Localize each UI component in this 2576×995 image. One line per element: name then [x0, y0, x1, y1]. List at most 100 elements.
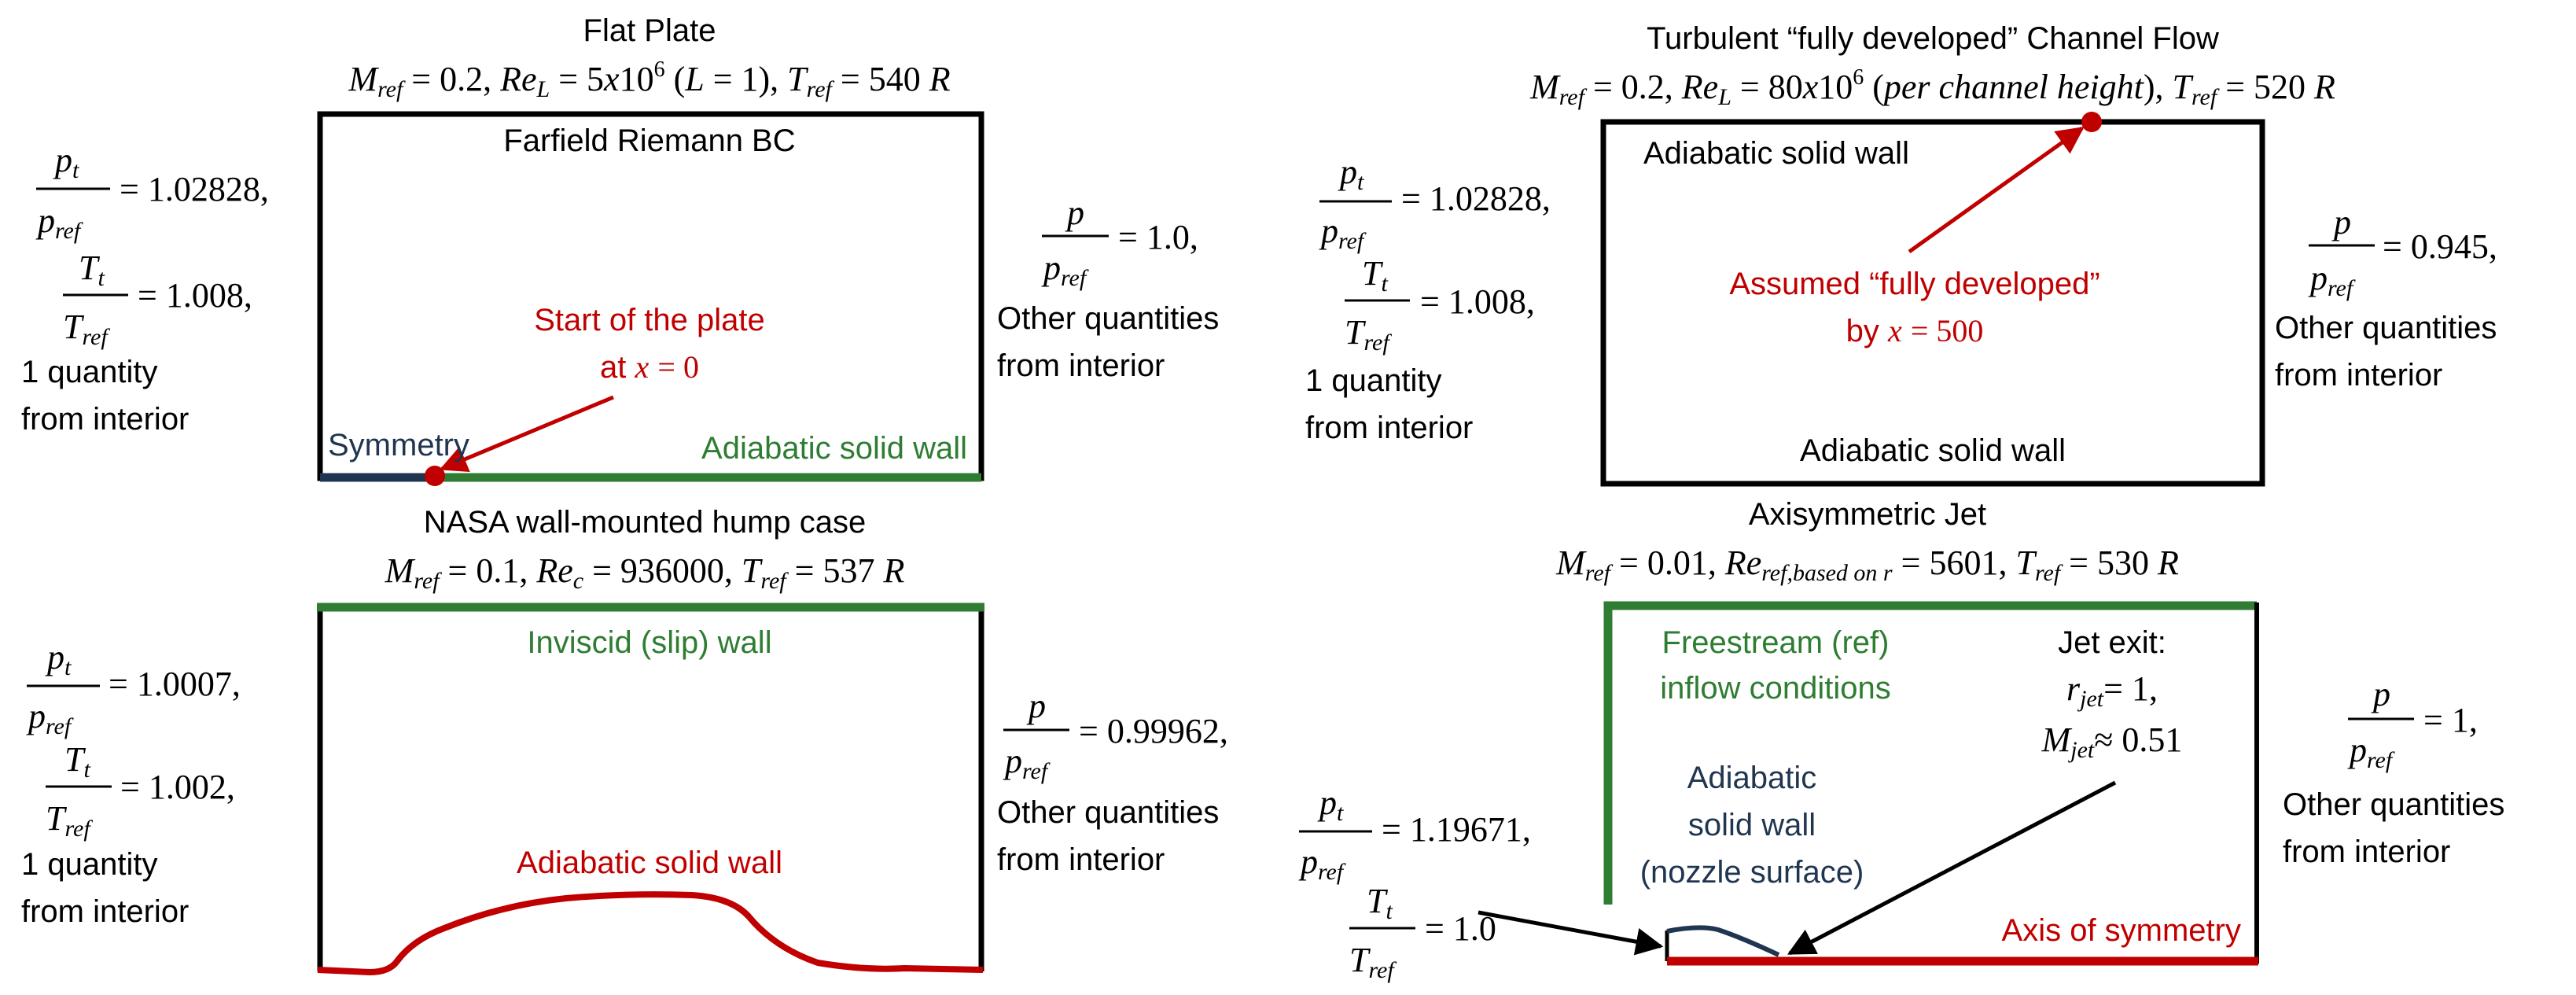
svg-text:Tt: Tt — [79, 249, 105, 291]
hump-outflow-note-2: from interior — [997, 842, 1165, 877]
jet-outflow-note-1: Other quantities — [2283, 787, 2504, 822]
hump-slip-wall-label: Inviscid (slip) wall — [527, 625, 771, 660]
jet-pt-value: = 1.19671, — [1382, 810, 1531, 849]
jet-p-value: = 1, — [2423, 701, 2478, 739]
svg-text:Tt: Tt — [64, 740, 90, 783]
flat-plate-outflow-note-1: Other quantities — [997, 301, 1219, 336]
flat-plate-tt-value: = 1.008, — [138, 276, 252, 315]
svg-text:Tt: Tt — [1367, 882, 1393, 924]
nozzle-label-2: solid wall — [1688, 808, 1816, 842]
hump-inflow-note-1: 1 quantity — [21, 847, 157, 882]
jet-outflow-note-2: from interior — [2283, 835, 2450, 869]
svg-text:pref: pref — [35, 201, 83, 244]
jet-nozzle-wall — [1666, 925, 1780, 957]
hump-outflow-bc: p pref = 0.99962, Other quantities from … — [997, 687, 1228, 877]
channel-inflow-bc: pt pref = 1.02828, Tt Tref = 1.008, 1 qu… — [1305, 153, 1551, 445]
svg-text:Tref: Tref — [1345, 313, 1392, 356]
channel-title: Turbulent “fully developed” Channel Flow — [1647, 21, 2219, 56]
jet-outflow-bc: p pref = 1, Other quantities from interi… — [2283, 675, 2504, 869]
channel-conditions: Mref = 0.2, ReL = 80x106 (per channel he… — [1529, 65, 2335, 110]
flat-plate-domain — [317, 111, 984, 481]
jet-axis-label: Axis of symmetry — [2002, 913, 2241, 948]
jet-panel: Axisymmetric Jet Mref = 0.01, Reref,base… — [1298, 497, 2504, 983]
jet-inflow-arrow — [1478, 910, 1664, 956]
channel-panel: Turbulent “fully developed” Channel Flow… — [1305, 21, 2497, 487]
channel-top-wall-label: Adiabatic solid wall — [1643, 136, 1909, 171]
jet-freestream-label-2: inflow conditions — [1660, 671, 1891, 706]
nozzle-label-3: (nozzle surface) — [1640, 855, 1864, 890]
hump-conditions: Mref = 0.1, Rec = 936000, Tref = 537 R — [385, 551, 905, 594]
flat-plate-pt-value: = 1.02828, — [120, 170, 269, 208]
svg-text:pt: pt — [53, 141, 79, 183]
fully-developed-annotation: Assumed “fully developed” — [1729, 267, 2099, 301]
jet-exit-label: Jet exit: — [2058, 625, 2166, 660]
hump-pt-value: = 1.0007, — [109, 665, 241, 703]
svg-text:pref: pref — [1319, 212, 1367, 254]
fully-developed-point — [2081, 112, 2102, 132]
hump-panel: NASA wall-mounted hump case Mref = 0.1, … — [21, 505, 1228, 976]
jet-conditions: Mref = 0.01, Reref,based on r = 5601, Tr… — [1555, 544, 2179, 586]
channel-p-value: = 0.945, — [2383, 227, 2497, 266]
hump-outflow-note-1: Other quantities — [997, 795, 1219, 830]
svg-text:pref: pref — [1003, 742, 1051, 784]
channel-inflow-note-1: 1 quantity — [1305, 363, 1441, 398]
svg-text:pt: pt — [45, 638, 72, 680]
hump-p-value: = 0.99962, — [1079, 712, 1228, 750]
jet-freestream-boundary — [1603, 601, 2257, 905]
svg-text:Tref: Tref — [1349, 941, 1397, 983]
svg-text:pt: pt — [1317, 783, 1344, 826]
channel-outflow-bc: p pref = 0.945, Other quantities from in… — [2275, 203, 2497, 392]
hump-inflow-bc: pt pref = 1.0007, Tt Tref = 1.002, 1 qua… — [21, 638, 241, 929]
jet-title: Axisymmetric Jet — [1749, 497, 1986, 532]
jet-radius: rjet= 1, — [2066, 669, 2158, 712]
flat-plate-p-value: = 1.0, — [1118, 218, 1198, 256]
fully-developed-location: by x = 500 — [1846, 313, 1984, 348]
farfield-bc-label: Farfield Riemann BC — [503, 123, 795, 158]
channel-bottom-wall-label: Adiabatic solid wall — [1800, 433, 2066, 468]
svg-text:Tref: Tref — [63, 308, 110, 350]
hump-wall-label: Adiabatic solid wall — [517, 846, 782, 880]
plate-start-annotation: Start of the plate — [534, 303, 765, 337]
flat-plate-conditions: Mref = 0.2, ReL = 5x106 (L = 1), Tref = … — [348, 57, 950, 102]
plate-start-point — [425, 466, 445, 486]
channel-domain — [1600, 119, 2265, 487]
flat-plate-title: Flat Plate — [583, 13, 716, 48]
channel-outflow-note-2: from interior — [2275, 358, 2442, 392]
hump-tt-value: = 1.002, — [120, 768, 235, 806]
svg-text:Tref: Tref — [46, 799, 93, 842]
flat-plate-outflow-bc: p pref = 1.0, Other quantities from inte… — [997, 193, 1219, 383]
flat-plate-inflow-bc: pt pref = 1.02828, Tt Tref = 1.008, 1 qu… — [21, 141, 269, 437]
svg-text:pref: pref — [1298, 842, 1346, 885]
channel-outflow-note-1: Other quantities — [2275, 311, 2497, 345]
symmetry-label: Symmetry — [328, 428, 469, 462]
fully-developed-arrow — [1908, 126, 2085, 254]
svg-text:pref: pref — [1041, 249, 1089, 291]
channel-tt-value: = 1.008, — [1420, 282, 1535, 321]
flat-plate-inflow-note-2: from interior — [21, 402, 189, 437]
hump-inflow-note-2: from interior — [21, 894, 189, 929]
plate-start-location: at x = 0 — [600, 349, 699, 385]
svg-text:pref: pref — [26, 697, 74, 739]
hump-title: NASA wall-mounted hump case — [424, 505, 867, 540]
hump-wall — [317, 891, 984, 976]
svg-text:p: p — [1065, 193, 1084, 232]
svg-text:p: p — [2371, 675, 2390, 713]
plate-wall-label: Adiabatic solid wall — [701, 431, 967, 466]
flat-plate-panel: Flat Plate Mref = 0.2, ReL = 5x106 (L = … — [21, 13, 1219, 486]
plate-start-arrow — [439, 395, 614, 473]
channel-inflow-note-2: from interior — [1305, 411, 1473, 445]
svg-text:pref: pref — [2347, 731, 2395, 773]
jet-exit-arrow — [1787, 780, 2117, 956]
flat-plate-inflow-note-1: 1 quantity — [21, 355, 157, 389]
jet-tt-value: = 1.0 — [1425, 909, 1496, 948]
svg-text:pt: pt — [1338, 153, 1364, 195]
jet-mach: Mjet≈ 0.51 — [2041, 720, 2183, 763]
svg-text:Tt: Tt — [1362, 254, 1388, 297]
svg-text:p: p — [1026, 687, 1046, 725]
jet-freestream-label-1: Freestream (ref) — [1662, 625, 1890, 660]
flat-plate-outflow-note-2: from interior — [997, 348, 1165, 383]
svg-text:pref: pref — [2308, 259, 2356, 301]
svg-text:p: p — [2331, 203, 2351, 241]
channel-pt-value: = 1.02828, — [1401, 179, 1551, 218]
